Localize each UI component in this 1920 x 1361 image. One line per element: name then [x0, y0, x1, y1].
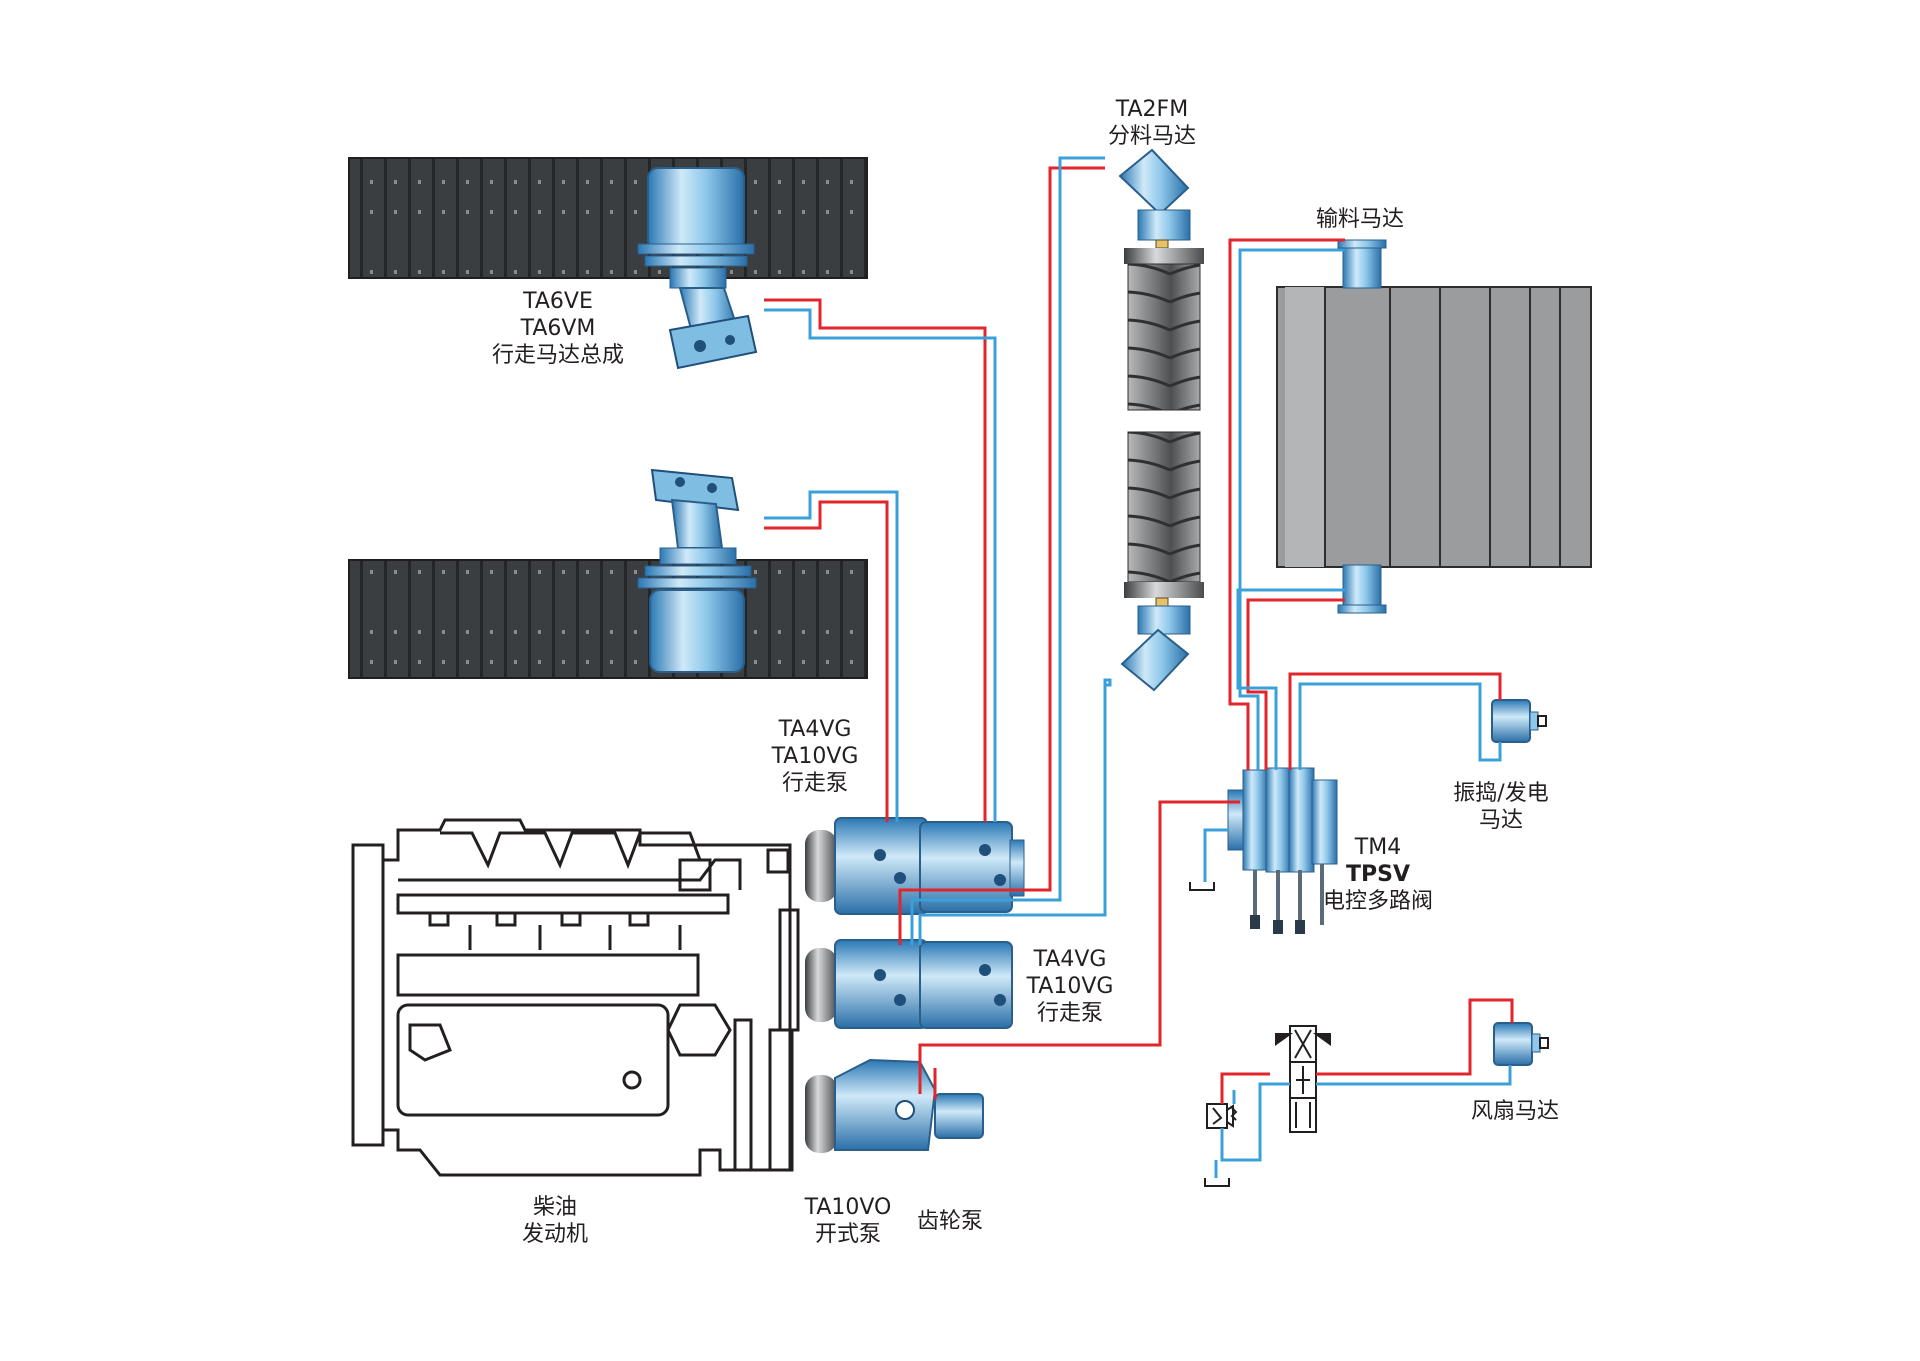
material-bin-icon [1276, 239, 1592, 614]
open-pump-label: TA10VO 开式泵 [788, 1194, 908, 1248]
relief-valve-icon [1206, 1103, 1238, 1129]
directional-valve-icon [1275, 1025, 1331, 1133]
travel-motor-label: TA6VE TA6VM 行走马达总成 [478, 288, 638, 369]
distributor-motor-name: 分料马达 [1107, 124, 1196, 149]
control-valve-model-1: TM4 [1354, 835, 1402, 860]
multi-way-valve-icon [1227, 767, 1338, 934]
fan-motor-label: 风扇马达 [1450, 1098, 1580, 1125]
distributor-motor-label: TA2FM 分料马达 [1082, 96, 1222, 150]
hydraulic-pump-icon [805, 939, 1013, 1029]
travel-motor-name: 行走马达总成 [491, 343, 624, 368]
distributor-motor-model: TA2FM [1115, 97, 1189, 122]
auger-screw-icon [1124, 248, 1204, 598]
pressure-lines [764, 166, 1514, 1104]
gear-pump-label: 齿轮泵 [900, 1208, 1000, 1235]
crawler-track-icon [348, 559, 868, 679]
travel-pump-lower-label: TA4VG TA10VG 行走泵 [1005, 946, 1135, 1027]
conveyor-motor-name: 输料马达 [1315, 207, 1404, 232]
vibration-motor-name-2: 马达 [1478, 808, 1523, 833]
hydraulic-pump-icon [805, 1058, 984, 1153]
return-lines [764, 156, 1512, 1178]
small-motor-icon [1493, 1022, 1549, 1066]
conveyor-motor-label: 输料马达 [1300, 206, 1420, 233]
control-valve-model-2: TPSV [1345, 862, 1410, 887]
travel-pump-lower-name: 行走泵 [1036, 1001, 1103, 1026]
open-pump-name: 开式泵 [814, 1222, 881, 1247]
travel-pump-upper-model-1: TA4VG [778, 717, 852, 742]
gear-pump-name: 齿轮泵 [916, 1209, 983, 1234]
tank-symbol [1189, 882, 1230, 1187]
open-pump-model: TA10VO [804, 1195, 892, 1220]
small-motor-icon [1491, 699, 1547, 743]
travel-pump-lower-model-2: TA10VG [1026, 974, 1114, 999]
crawler-track-icon [348, 157, 868, 279]
travel-motor-model-2: TA6VM [520, 316, 596, 341]
travel-pump-upper-name: 行走泵 [781, 771, 848, 796]
travel-motor-icon [637, 167, 758, 370]
control-valve-label: TM4 TPSV 电控多路阀 [1308, 834, 1448, 915]
distributor-motor-icon [1120, 597, 1191, 692]
fan-motor-name: 风扇马达 [1470, 1099, 1559, 1124]
travel-pump-lower-model-1: TA4VG [1033, 947, 1107, 972]
engine-name-1: 柴油 [532, 1195, 577, 1220]
travel-motor-icon [637, 468, 757, 673]
vibration-motor-name-1: 振捣/发电 [1453, 781, 1549, 806]
travel-pump-upper-label: TA4VG TA10VG 行走泵 [750, 716, 880, 797]
vibration-motor-label: 振捣/发电 马达 [1436, 780, 1566, 834]
engine-label: 柴油 发动机 [500, 1194, 610, 1248]
diesel-engine-icon [351, 818, 800, 1177]
travel-motor-model-1: TA6VE [523, 289, 593, 314]
distributor-motor-icon [1118, 148, 1191, 249]
control-valve-name: 电控多路阀 [1322, 889, 1433, 914]
engine-name-2: 发动机 [521, 1222, 588, 1247]
travel-pump-upper-model-2: TA10VG [771, 744, 859, 769]
